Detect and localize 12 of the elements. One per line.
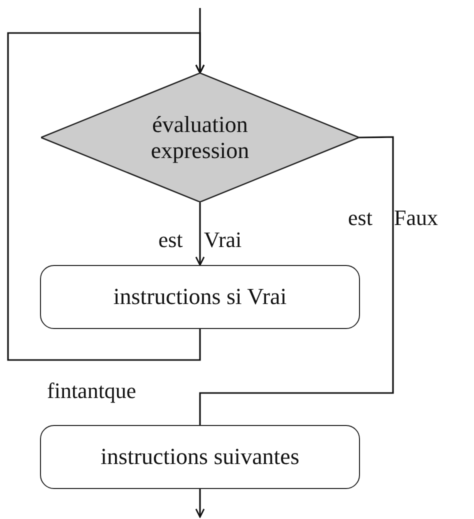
node-text: évaluation expression: [150, 112, 250, 163]
decision-diamond: [41, 73, 359, 202]
arrow: [195, 489, 205, 518]
process-box: [40, 425, 360, 489]
edge-label: est Faux: [348, 205, 438, 231]
node-text: instructions si Vrai: [113, 284, 287, 310]
arrow: [7, 32, 205, 361]
node-text: instructions suivantes: [100, 444, 300, 470]
arrow: [195, 202, 205, 266]
process-box: [40, 265, 360, 329]
edge-label: est Vrai: [158, 227, 242, 253]
loop-end-label: fintantque: [47, 378, 136, 404]
